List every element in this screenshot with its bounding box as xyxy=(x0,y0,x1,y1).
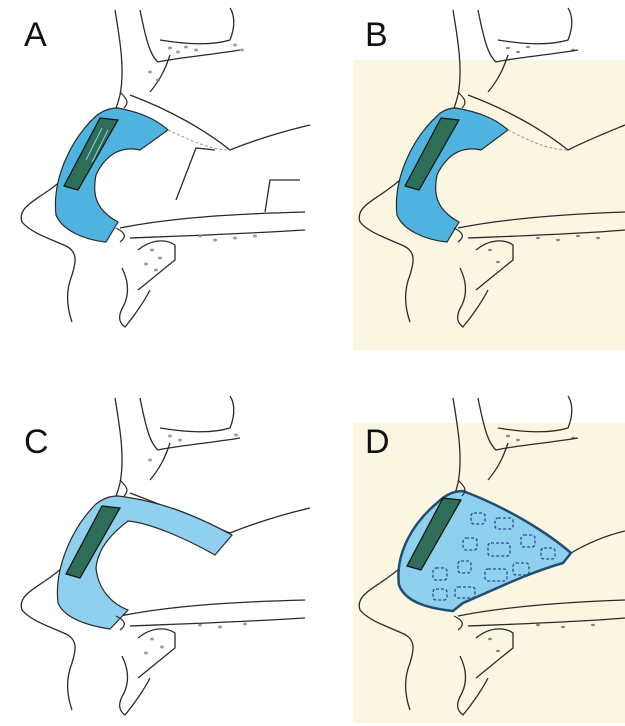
panel-a-label: A xyxy=(24,18,47,52)
panel-c-drawing xyxy=(0,363,312,726)
panel-a-drawing xyxy=(0,0,312,363)
panel-a: A xyxy=(0,0,312,363)
panel-d-drawing xyxy=(313,363,625,726)
panel-d: D xyxy=(313,363,625,726)
panel-d-label: D xyxy=(365,425,390,459)
panel-b-drawing xyxy=(313,0,625,363)
panel-c: C xyxy=(0,363,312,726)
panel-b: B xyxy=(313,0,625,363)
panel-b-label: B xyxy=(365,18,388,52)
panel-c-label: C xyxy=(24,425,49,459)
